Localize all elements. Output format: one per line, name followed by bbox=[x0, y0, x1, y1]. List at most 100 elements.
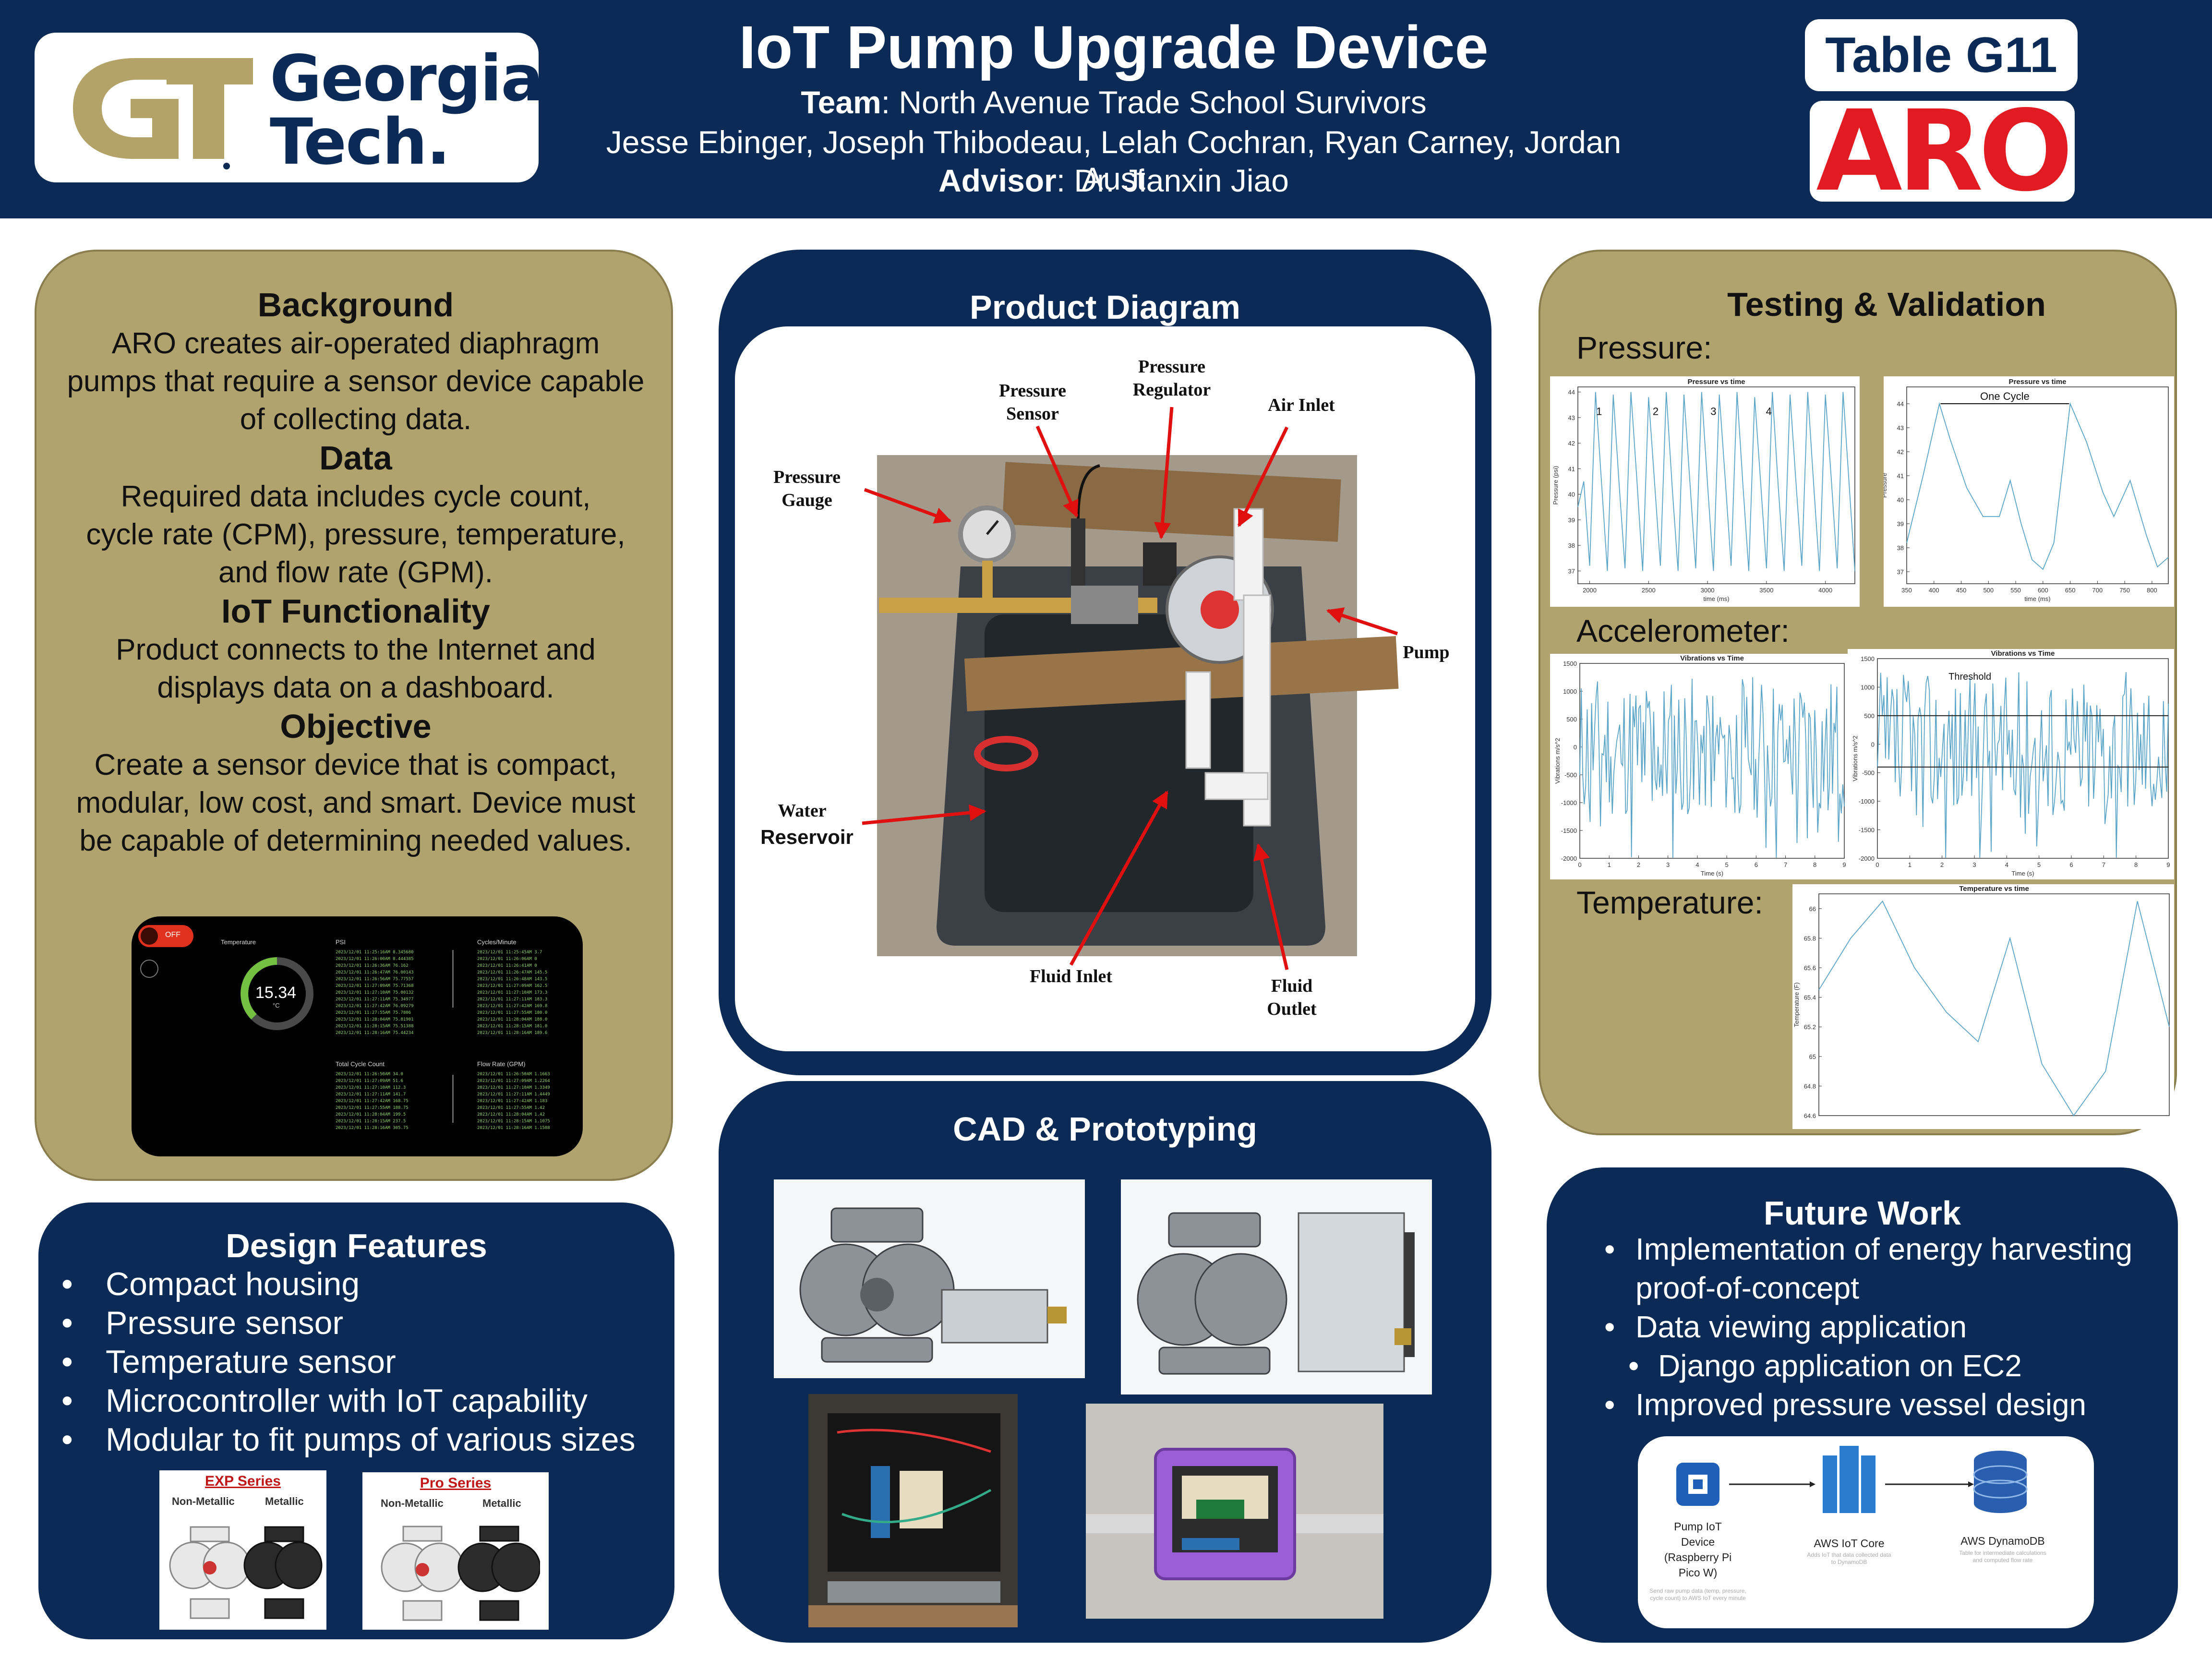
scrollbar[interactable] bbox=[452, 1075, 454, 1123]
scrollbar[interactable] bbox=[452, 950, 454, 1008]
pro-series-image: Pro Series Non-Metallic Metallic bbox=[362, 1472, 549, 1630]
team-line: Team: North Avenue Trade School Survivor… bbox=[801, 84, 1427, 120]
x-tick-label: 6 bbox=[2069, 861, 2073, 868]
cycle-number-label: 3 bbox=[1710, 406, 1716, 418]
x-tick-label: 450 bbox=[1956, 587, 1967, 594]
x-tick-label: 500 bbox=[1983, 587, 1994, 594]
cad-prototyping-panel: CAD & Prototyping bbox=[719, 1081, 1491, 1643]
poster-title: IoT Pump Upgrade Device bbox=[739, 13, 1489, 81]
y-tick-label: -1000 bbox=[1859, 798, 1875, 805]
y-tick-label: 1000 bbox=[1861, 684, 1875, 691]
cad-prototyping-title: CAD & Prototyping bbox=[953, 1110, 1257, 1148]
product-diagram-title: Product Diagram bbox=[970, 289, 1240, 326]
iot-core-label: AWS IoT Core bbox=[1814, 1537, 1885, 1550]
y-tick-label: 41 bbox=[1897, 472, 1904, 480]
label-reservoir: Reservoir bbox=[760, 826, 854, 848]
prototype-photo-wiring bbox=[808, 1394, 1018, 1627]
y-tick-label: 66 bbox=[1809, 905, 1816, 913]
threshold-label: Threshold bbox=[1948, 672, 1991, 682]
chart-title: Vibrations vs Time bbox=[1991, 649, 2055, 658]
future-work-title: Future Work bbox=[1764, 1194, 1961, 1232]
x-axis-label: Time (s) bbox=[1701, 870, 1723, 877]
dynamodb-desc: Table for intermediate calculations and … bbox=[1959, 1550, 2046, 1563]
future-work-list: •Implementation of energy harvesting pro… bbox=[1604, 1230, 2156, 1424]
future-item: •Improved pressure vessel design bbox=[1604, 1387, 2087, 1422]
temperature-unit: °C bbox=[273, 1002, 280, 1009]
exp-nonmetallic-label: Non-Metallic bbox=[172, 1495, 235, 1507]
y-axis-label: Vibrations m/s^2 bbox=[1851, 735, 1859, 781]
pro-series-title: Pro Series bbox=[420, 1475, 492, 1491]
y-tick-label: 42 bbox=[1897, 448, 1904, 456]
y-tick-label: 38 bbox=[1568, 542, 1575, 549]
y-tick-label: 1000 bbox=[1563, 688, 1577, 695]
data-text: Required data includes cycle count, cycl… bbox=[86, 480, 625, 589]
x-tick-label: 7 bbox=[1784, 861, 1787, 868]
vibration-threshold-chart: Vibrations vs Time -2000 -1500 -1000 -500 0 50… bbox=[1848, 649, 2174, 879]
x-tick-label: 3 bbox=[1972, 861, 1976, 868]
y-tick-label: 41 bbox=[1568, 465, 1575, 472]
x-tick-label: 8 bbox=[1813, 861, 1816, 868]
testing-title: Testing & Validation bbox=[1727, 286, 2046, 323]
x-tick-label: 5 bbox=[2037, 861, 2041, 868]
y-tick-label: 64.6 bbox=[1804, 1112, 1816, 1119]
x-tick-label: 350 bbox=[1901, 587, 1912, 594]
georgia-tech-logo: Georgia Tech. bbox=[35, 33, 543, 182]
x-tick-label: 2000 bbox=[1583, 587, 1597, 594]
x-tick-label: 0 bbox=[1578, 861, 1581, 868]
pro-pumps-icon bbox=[381, 1526, 540, 1621]
y-tick-label: 40 bbox=[1568, 491, 1575, 498]
y-tick-label: -500 bbox=[1862, 769, 1875, 777]
series-line bbox=[1818, 900, 2170, 1117]
design-feature-item: •Temperature sensor bbox=[61, 1344, 396, 1380]
y-tick-label: 37 bbox=[1568, 567, 1575, 575]
plot-area bbox=[1906, 386, 2169, 584]
y-tick-label: -2000 bbox=[1859, 855, 1875, 862]
y-tick-label: 0 bbox=[1871, 741, 1875, 748]
cycle-number-label: 4 bbox=[1766, 406, 1772, 418]
poster-header: Georgia Tech. IoT Pump Upgrade Device Te… bbox=[0, 0, 2212, 218]
y-tick-label: 65.8 bbox=[1804, 935, 1816, 942]
y-axis-label: Pressure bbox=[1884, 473, 1888, 498]
vibration-chart-svg: Vibrations vs Time-2000-1500-1000-500050… bbox=[1554, 654, 1846, 877]
y-tick-label: -1500 bbox=[1859, 827, 1875, 834]
y-tick-label: 65 bbox=[1809, 1053, 1816, 1060]
pro-nonmetallic-label: Non-Metallic bbox=[381, 1497, 444, 1509]
x-tick-label: 4 bbox=[2005, 861, 2008, 868]
chart-title: Pressure vs time bbox=[1687, 378, 1745, 386]
product-diagram-panel: Product Diagram bbox=[719, 250, 1491, 1075]
y-tick-label: 44 bbox=[1897, 400, 1904, 408]
design-feature-item: •Microcontroller with IoT capability bbox=[61, 1382, 588, 1419]
x-tick-label: 400 bbox=[1929, 587, 1939, 594]
x-tick-label: 2500 bbox=[1642, 587, 1656, 594]
iot-heading: IoT Functionality bbox=[221, 592, 490, 630]
x-tick-label: 1 bbox=[1908, 861, 1911, 868]
testing-validation-panel: Testing & Validation Pressure: Accelerom… bbox=[1539, 250, 2177, 1135]
data-heading: Data bbox=[319, 439, 392, 477]
label-water: Water bbox=[778, 801, 827, 821]
y-axis-label: Temperature (F) bbox=[1793, 982, 1800, 1027]
x-tick-label: 9 bbox=[1842, 861, 1846, 868]
pro-metallic-label: Metallic bbox=[482, 1497, 521, 1509]
aro-logo: ARO bbox=[1810, 96, 2075, 207]
x-tick-label: 9 bbox=[2166, 861, 2170, 868]
cad-render-small-housing bbox=[774, 1179, 1085, 1378]
table-number-badge: Table G11 bbox=[1805, 19, 2078, 91]
temperature-gauge bbox=[240, 957, 313, 1030]
x-axis-label: Time (s) bbox=[2011, 870, 2034, 877]
x-tick-label: 3 bbox=[1666, 861, 1670, 868]
y-tick-label: 500 bbox=[1864, 712, 1875, 720]
chart-title: Temperature vs time bbox=[1959, 885, 2029, 893]
series-line bbox=[1906, 402, 2169, 570]
pump-device-desc: Send raw pump data (temp, pressure, cycl… bbox=[1649, 1587, 1746, 1601]
x-tick-label: 1 bbox=[1608, 861, 1611, 868]
x-tick-label: 2 bbox=[1637, 861, 1640, 868]
